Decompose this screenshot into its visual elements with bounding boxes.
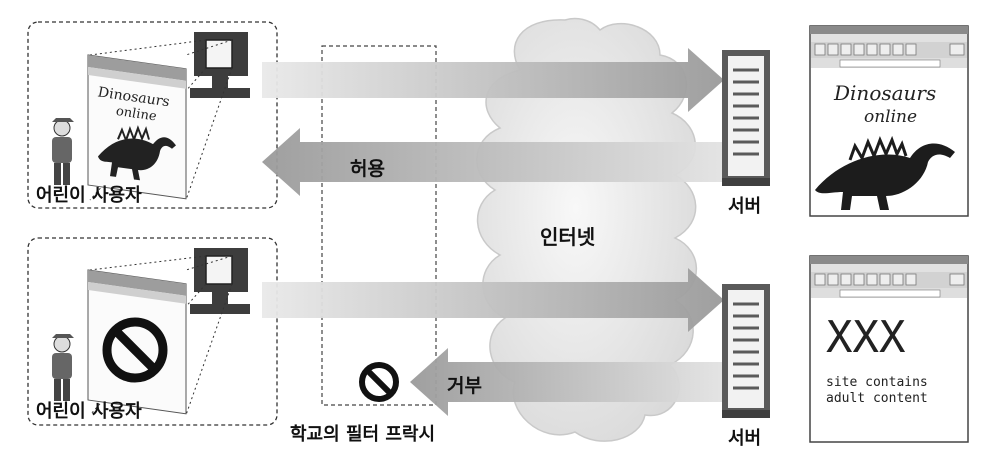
- top-server-label: 서버: [728, 196, 761, 217]
- top-server-icon: [722, 50, 770, 186]
- allowed-label: 허용: [350, 158, 385, 180]
- proxy-label: 학교의 필터 프락시: [290, 423, 435, 445]
- bottom-browser-xxx: XXX: [826, 312, 906, 363]
- internet-label: 인터넷: [540, 225, 595, 249]
- denied-label: 거부: [447, 375, 482, 397]
- request-arrow-bottom: [262, 268, 724, 332]
- bottom-screen-prohibit-icon: [102, 317, 168, 383]
- allowed-response-arrow: [262, 128, 722, 196]
- top-screen-dinosaur-icon: [98, 125, 176, 181]
- bottom-user-label: 어린이 사용자: [36, 401, 142, 422]
- bottom-child-figure-icon: [52, 334, 74, 401]
- bottom-browser-window: XXX site contains adult content: [809, 255, 969, 443]
- proxy-prohibit-icon: [359, 362, 399, 402]
- top-browser-title-1: Dinosaurs: [833, 81, 936, 105]
- top-browser-title-2: online: [864, 107, 917, 127]
- top-monitor-icon: [190, 32, 250, 98]
- top-browser-dinosaur-icon: [815, 135, 955, 210]
- bottom-browser-caption-2: adult content: [826, 391, 928, 406]
- top-child-screen: Dinosaurs online: [87, 54, 187, 200]
- top-screen-title-2: online: [116, 104, 157, 125]
- top-user-group: [27, 21, 278, 209]
- bottom-user-group: [27, 237, 278, 426]
- bottom-monitor-icon: [190, 248, 250, 314]
- top-user-label: 어린이 사용자: [36, 185, 142, 206]
- bottom-browser-caption-1: site contains: [826, 375, 928, 390]
- top-child-figure-icon: [52, 118, 74, 185]
- proxy-boundary: [321, 45, 437, 406]
- bottom-server-icon: [722, 284, 770, 418]
- top-browser-window: Dinosaurs online: [809, 25, 969, 217]
- denied-response-arrow: [410, 348, 722, 416]
- bottom-child-screen: [87, 269, 187, 415]
- request-arrow-top: [262, 48, 724, 112]
- bottom-server-label: 서버: [728, 428, 761, 449]
